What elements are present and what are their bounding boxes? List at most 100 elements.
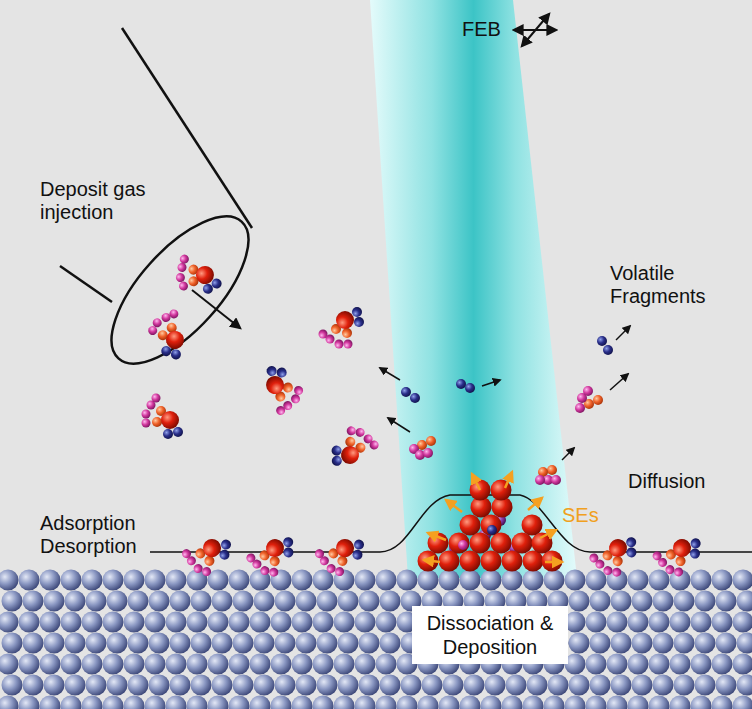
substrate-atom (292, 612, 313, 633)
se-label: SEs (562, 504, 612, 527)
substrate-atom (191, 633, 212, 654)
substrate-atom (44, 675, 65, 696)
substrate-atom (82, 570, 103, 591)
atom (293, 385, 305, 397)
substrate-atom (229, 570, 250, 591)
substrate-atom (712, 654, 733, 675)
fragment (380, 368, 420, 403)
atom (456, 379, 466, 389)
substrate-atom (695, 633, 716, 654)
substrate-atom (296, 633, 317, 654)
fragment (456, 379, 500, 393)
substrate-atom (359, 591, 380, 612)
substrate-atom (128, 675, 149, 696)
substrate-atom (443, 675, 464, 696)
atom (547, 465, 557, 475)
substrate-atom (107, 591, 128, 612)
atom (161, 411, 179, 429)
atom (355, 427, 365, 437)
substrate-atom (565, 696, 586, 709)
substrate-atom (61, 696, 82, 709)
atom (163, 328, 188, 353)
substrate-atom (649, 654, 670, 675)
substrate-atom (737, 675, 752, 696)
atom (336, 311, 354, 329)
substrate-atom (275, 675, 296, 696)
substrate-atom (313, 696, 334, 709)
substrate-atom (0, 570, 19, 591)
substrate-atom (502, 570, 523, 591)
substrate-atom (124, 570, 145, 591)
substrate-atom (338, 633, 359, 654)
substrate-atom (191, 675, 212, 696)
substrate-atom (460, 696, 481, 709)
substrate-atom (40, 612, 61, 633)
atom (353, 538, 366, 551)
substrate-atom (439, 570, 460, 591)
substrate-atom (733, 696, 752, 709)
substrate-atom (586, 570, 607, 591)
substrate (0, 570, 752, 709)
deposit-atom (542, 551, 563, 572)
motion-arrow (482, 380, 500, 386)
substrate-atom (0, 696, 19, 709)
substrate-atom (674, 675, 695, 696)
substrate-atom (65, 591, 86, 612)
precursor-molecule (141, 303, 200, 363)
substrate-atom (166, 570, 187, 591)
atom (652, 550, 663, 561)
substrate-atom (628, 570, 649, 591)
deposit-atom (522, 515, 543, 536)
substrate-atom (61, 612, 82, 633)
substrate-atom (733, 654, 752, 675)
substrate-atom (607, 696, 628, 709)
substrate-atom (107, 675, 128, 696)
substrate-atom (82, 696, 103, 709)
deposit-atom (470, 533, 491, 554)
diffusion-label: Diffusion (628, 470, 738, 493)
atom (589, 553, 599, 563)
substrate-atom (275, 633, 296, 654)
substrate-atom (670, 654, 691, 675)
atom (282, 536, 294, 548)
atom (603, 565, 613, 575)
substrate-atom (481, 570, 502, 591)
atom (352, 307, 362, 317)
substrate-atom (250, 654, 271, 675)
deposit-atom (439, 551, 460, 572)
substrate-atom (716, 633, 737, 654)
substrate-atom (733, 612, 752, 633)
se-arrow (528, 498, 542, 510)
substrate-atom (418, 696, 439, 709)
substrate-atom (355, 612, 376, 633)
atom (163, 429, 173, 439)
substrate-atom (653, 633, 674, 654)
atom (612, 555, 624, 567)
substrate-atom (254, 633, 275, 654)
substrate-atom (691, 654, 712, 675)
substrate-atom (317, 633, 338, 654)
substrate-atom (107, 633, 128, 654)
substrate-atom (124, 654, 145, 675)
substrate-atom (208, 696, 229, 709)
substrate-atom (233, 675, 254, 696)
substrate-atom (544, 570, 565, 591)
deposit-atom (502, 551, 523, 572)
atom (671, 537, 693, 559)
atom (269, 567, 279, 577)
se-arrow (540, 530, 556, 538)
substrate-atom (691, 570, 712, 591)
substrate-atom (292, 570, 313, 591)
atom (690, 537, 702, 549)
substrate-atom (653, 675, 674, 696)
substrate-atom (212, 633, 233, 654)
substrate-atom (439, 696, 460, 709)
substrate-atom (23, 591, 44, 612)
substrate-atom (40, 654, 61, 675)
nozzle-wall (60, 266, 112, 302)
se-arrow (472, 474, 480, 490)
substrate-atom (229, 696, 250, 709)
substrate-atom (670, 696, 691, 709)
substrate-atom (233, 591, 254, 612)
motion-arrow (616, 326, 630, 340)
